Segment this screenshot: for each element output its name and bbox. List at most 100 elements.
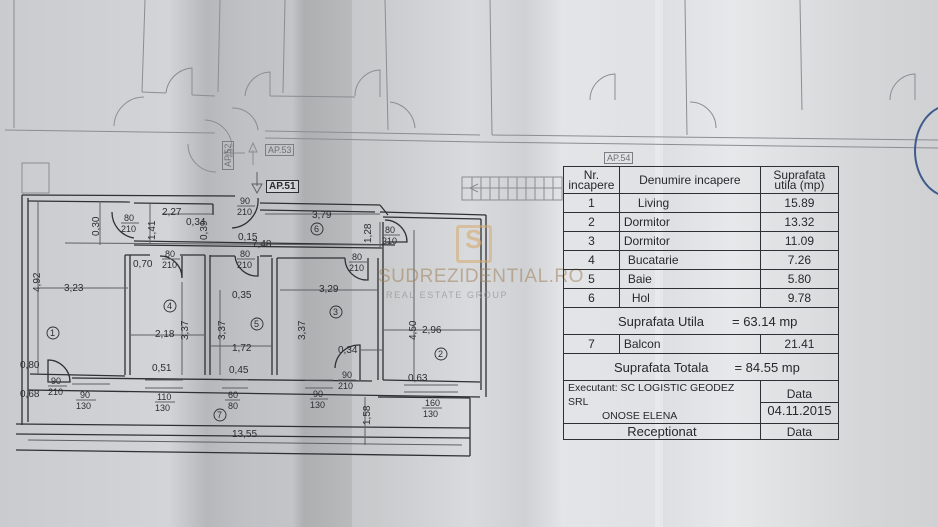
apartment-label-upper: AP.53: [265, 144, 295, 156]
svg-text:2,27: 2,27: [162, 207, 182, 218]
svg-text:7: 7: [217, 410, 222, 420]
svg-text:3,37: 3,37: [217, 320, 228, 340]
room-name: Living: [618, 193, 761, 213]
entrance-arrows: [222, 141, 263, 195]
room-nr: 5: [563, 269, 620, 289]
svg-text:1,72: 1,72: [232, 343, 252, 354]
room-name: Baie: [618, 269, 761, 289]
apartment-label-side: AP.52: [222, 140, 234, 170]
svg-text:210: 210: [349, 263, 364, 273]
room-area: 21.41: [759, 334, 840, 354]
svg-text:3,37: 3,37: [297, 320, 308, 340]
receptionat: Receptionat: [563, 423, 761, 440]
room-area: 11.09: [759, 231, 840, 251]
svg-text:1,41: 1,41: [147, 220, 158, 240]
door-swings: [47, 197, 408, 383]
svg-text:210: 210: [121, 224, 136, 234]
svg-text:80: 80: [165, 249, 175, 259]
room-nr: 2: [563, 212, 620, 232]
apartment-walls: [15, 194, 487, 457]
svg-text:210: 210: [237, 260, 252, 270]
svg-text:0,34: 0,34: [186, 217, 206, 228]
paper-fold-shadow: [292, 0, 352, 527]
opening-labels: 90 210 90 130 110 130 60 80 90 130 90 21…: [48, 196, 442, 419]
total-area-row: Suprafata Totala= 84.55 mp: [563, 353, 839, 381]
svg-text:3,29: 3,29: [319, 284, 339, 295]
room-nr: 7: [563, 334, 620, 354]
svg-text:130: 130: [310, 400, 325, 410]
svg-text:0,80: 0,80: [20, 360, 40, 371]
svg-text:110: 110: [157, 392, 171, 402]
svg-text:0,51: 0,51: [152, 363, 172, 374]
svg-text:0,15: 0,15: [238, 232, 258, 243]
header-nr: Nr.incapere: [563, 166, 620, 194]
svg-text:3,37: 3,37: [180, 320, 191, 340]
room-name: Dormitor: [618, 231, 761, 251]
receptionat-date: Data: [759, 423, 840, 440]
room-area: 5.80: [759, 269, 840, 289]
upper-floor-outline: [4, 0, 938, 194]
room-area: 7.26: [759, 250, 840, 270]
svg-text:0,45: 0,45: [229, 365, 249, 376]
svg-text:90: 90: [240, 196, 250, 206]
svg-text:0,35: 0,35: [232, 290, 252, 301]
room-name: Bucatarie: [618, 250, 761, 270]
svg-text:0,39: 0,39: [199, 220, 210, 240]
total-area: Suprafata Totala= 84.55 mp: [563, 353, 839, 381]
svg-text:0,70: 0,70: [133, 259, 153, 270]
svg-text:130: 130: [155, 403, 170, 413]
svg-text:80: 80: [352, 252, 362, 262]
svg-text:90: 90: [80, 390, 90, 400]
header-name: Denumire incapere: [618, 166, 761, 194]
room-name: Dormitor: [618, 212, 761, 232]
svg-text:4,92: 4,92: [32, 272, 43, 292]
room-area: 9.78: [759, 288, 840, 308]
svg-text:2,96: 2,96: [422, 325, 442, 336]
svg-text:60: 60: [228, 390, 238, 400]
svg-text:80: 80: [240, 249, 250, 259]
svg-text:210: 210: [237, 207, 252, 217]
useful-area: Suprafata Utila= 63.14 mp: [563, 307, 839, 335]
dimension-lines: [27, 201, 480, 446]
svg-text:210: 210: [162, 260, 177, 270]
svg-text:0,68: 0,68: [20, 389, 40, 400]
svg-text:210: 210: [382, 236, 397, 246]
svg-text:130: 130: [76, 401, 91, 411]
svg-text:3,79: 3,79: [312, 210, 332, 221]
room-area: 13.32: [759, 212, 840, 232]
svg-text:80: 80: [228, 401, 238, 411]
svg-text:80: 80: [385, 225, 395, 235]
svg-text:2,18: 2,18: [155, 329, 175, 340]
svg-text:80: 80: [124, 213, 134, 223]
room-area: 15.89: [759, 193, 840, 213]
svg-text:0,34: 0,34: [338, 345, 358, 356]
svg-text:130: 130: [423, 409, 438, 419]
useful-area-row: Suprafata Utila= 63.14 mp: [563, 307, 839, 335]
svg-text:4: 4: [167, 301, 172, 311]
svg-text:0,63: 0,63: [408, 373, 428, 384]
svg-text:3,23: 3,23: [64, 283, 84, 294]
svg-text:0,30: 0,30: [91, 216, 102, 236]
svg-text:90: 90: [313, 389, 323, 399]
svg-text:90: 90: [342, 370, 352, 380]
svg-text:1,28: 1,28: [363, 223, 374, 243]
svg-text:5: 5: [254, 319, 259, 329]
svg-text:160: 160: [425, 398, 440, 408]
svg-text:4,50: 4,50: [408, 320, 419, 340]
svg-text:210: 210: [48, 387, 63, 397]
room-name: Balcon: [618, 334, 761, 354]
room-name: Hol: [618, 288, 761, 308]
svg-text:1: 1: [50, 328, 55, 338]
svg-text:90: 90: [51, 376, 61, 386]
